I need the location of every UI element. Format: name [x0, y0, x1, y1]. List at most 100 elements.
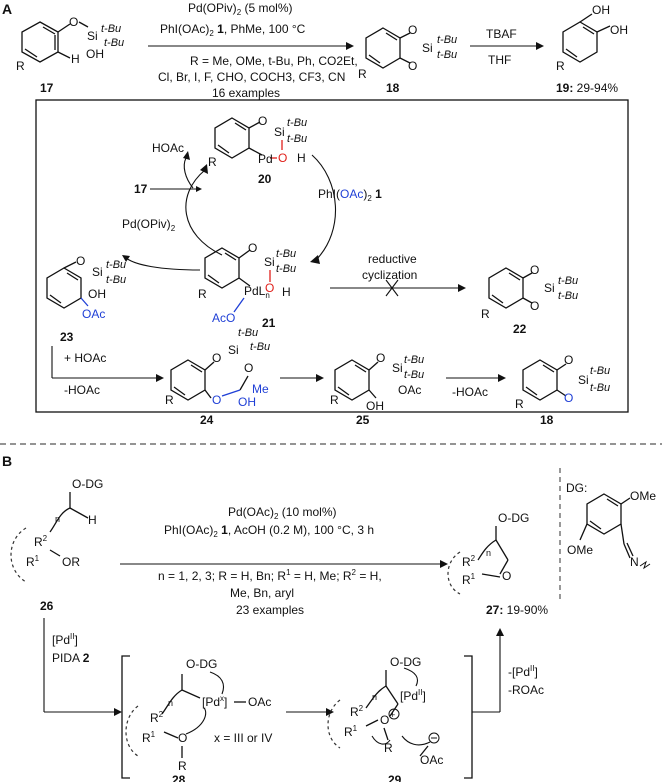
svg-text:OR: OR [62, 555, 80, 569]
svg-text:n: n [486, 548, 491, 558]
svg-text:t-Bu: t-Bu [590, 382, 610, 394]
conditions-r-line2: Cl, Br, I, F, CHO, COCH3, CF3, CN [158, 70, 345, 84]
svg-text:OH: OH [610, 23, 628, 37]
examples-count-a: 16 examples [212, 86, 280, 100]
svg-text:n: n [55, 514, 60, 524]
svg-text:R: R [515, 397, 524, 411]
oxidant-label: PhI(OAc)2 1 [318, 187, 382, 203]
label-28: 28 [172, 773, 186, 782]
svg-text:O: O [244, 361, 253, 375]
svg-text:R: R [358, 67, 367, 81]
svg-text:R2: R2 [150, 710, 164, 725]
compound-19: OH OH R 19: 29-94% [556, 3, 628, 95]
svg-text:t-Bu: t-Bu [404, 369, 424, 381]
minus-hoac-2: -HOAc [452, 385, 488, 399]
cycle-arrow-right [311, 154, 336, 261]
svg-text:R: R [384, 741, 393, 755]
svg-text:DG:: DG: [566, 481, 587, 495]
mechanism-box-a [35, 99, 629, 413]
svg-text:t-Bu: t-Bu [590, 365, 610, 377]
svg-text:OMe: OMe [630, 489, 656, 503]
svg-text:H: H [282, 285, 291, 299]
svg-text:R1: R1 [142, 730, 156, 745]
svg-text:t-Bu: t-Bu [106, 274, 126, 286]
conditions-b-3: n = 1, 2, 3; R = H, Bn; R1 = H, Me; R2 =… [158, 568, 382, 583]
svg-text:OAc: OAc [398, 383, 421, 397]
svg-text:Si: Si [392, 361, 403, 375]
minus-roac-label: -ROAc [508, 683, 544, 697]
label-22: 22 [513, 322, 527, 336]
compound-20: O Si t-Bu t-Bu O Pd H R 20 [208, 114, 307, 186]
svg-text:R1: R1 [26, 554, 40, 569]
svg-text:n: n [372, 692, 377, 702]
svg-text:R: R [165, 393, 174, 407]
svg-text:t-Bu: t-Bu [104, 37, 124, 49]
label-26: 26 [40, 599, 54, 613]
conditions-b-1: Pd(OAc)2 (10 mol%) [228, 505, 336, 521]
svg-text:N: N [630, 555, 639, 569]
tbaf-reagent: TBAF [486, 27, 517, 41]
label-17: 17 [40, 81, 54, 95]
label-25: 25 [356, 413, 370, 427]
svg-text:R: R [16, 59, 25, 73]
panel-b-label: B [2, 453, 12, 469]
compound-29: O-DG [PdII] O + n R2 R1 R OAc 29 [327, 655, 443, 782]
svg-text:OMe: OMe [567, 543, 593, 557]
svg-text:[PdII]: [PdII] [400, 688, 426, 703]
label-20: 20 [258, 172, 272, 186]
svg-text:t-Bu: t-Bu [101, 23, 121, 35]
label-23: 23 [60, 330, 74, 344]
svg-text:t-Bu: t-Bu [238, 327, 258, 339]
label-18: 18 [386, 81, 400, 95]
svg-text:O: O [248, 241, 257, 255]
svg-text:PdLn: PdLn [244, 284, 270, 300]
conditions-r-line1: R = Me, OMe, t-Bu, Ph, CO2Et, [190, 54, 358, 68]
svg-text:O: O [265, 281, 274, 295]
directing-group-structure: DG: OMe OMe N [566, 481, 656, 570]
thf-solvent: THF [488, 53, 511, 67]
examples-count-b: 23 examples [236, 603, 304, 617]
svg-text:[Pdx]: [Pdx] [202, 694, 227, 709]
compound-25: O Si t-Bu t-Bu OAc OH R 25 [330, 351, 424, 427]
svg-text:t-Bu: t-Bu [276, 263, 296, 275]
conditions-b-4: Me, Bn, aryl [230, 586, 294, 600]
svg-text:O: O [502, 569, 511, 583]
compound-28: O-DG [Pdx] OAc n R2 R1 O R x = III or IV… [125, 657, 272, 782]
compound-22: O O Si t-Bu t-Bu R 22 [481, 263, 578, 336]
svg-text:OH: OH [592, 3, 610, 17]
svg-text:R1: R1 [462, 572, 476, 587]
svg-text:t-Bu: t-Bu [404, 354, 424, 366]
reductive-label: reductive [368, 252, 417, 266]
svg-text:O: O [278, 151, 287, 165]
svg-text:Si: Si [228, 343, 239, 357]
svg-text:Pd(OPiv)2 (5 mol%): Pd(OPiv)2 (5 mol%) [188, 1, 292, 17]
compound-23: O Si t-Bu t-Bu OH OAc 23 [46, 254, 126, 344]
svg-text:H: H [88, 513, 97, 527]
compound-17: O Si t-Bu t-Bu OH H R 17 [16, 15, 124, 95]
svg-text:O: O [376, 351, 385, 365]
label-21: 21 [262, 316, 276, 330]
svg-text:O: O [530, 299, 539, 313]
label-17-cycle: 17 [134, 182, 148, 196]
svg-text:t-Bu: t-Bu [287, 133, 307, 145]
svg-text:O: O [178, 731, 187, 745]
panel-a-label: A [2, 1, 12, 17]
minus-pd-label: -[PdII] [508, 664, 538, 679]
svg-text:O: O [76, 254, 85, 268]
compound-21: O Si t-Bu t-Bu O H PdLn AcO R 21 [198, 241, 296, 330]
svg-text:t-Bu: t-Bu [250, 341, 270, 353]
svg-text:t-Bu: t-Bu [437, 34, 457, 46]
svg-text:R: R [481, 307, 490, 321]
pida-label: PIDA 2 [52, 651, 90, 665]
svg-text:+: + [390, 710, 395, 720]
svg-text:Si: Si [87, 29, 98, 43]
svg-text:n: n [168, 698, 173, 708]
cyclization-label: cyclization [362, 268, 417, 282]
compound-18: O O Si t-Bu t-Bu R 18 [358, 23, 457, 95]
minus-hoac: -HOAc [64, 383, 100, 397]
svg-text:O-DG: O-DG [186, 657, 217, 671]
svg-text:O: O [408, 23, 417, 37]
svg-text:O: O [408, 59, 417, 73]
compound-26: O-DG H n R2 R1 OR 26 [10, 477, 103, 613]
